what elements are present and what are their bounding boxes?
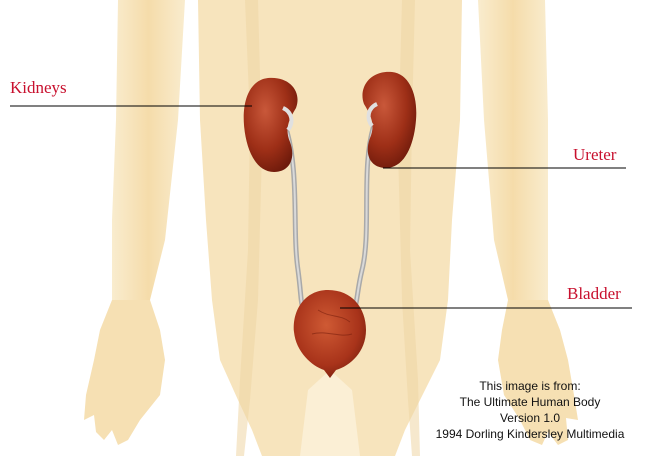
credit-line-3: Version 1.0 [410, 410, 650, 426]
credit-line-1: This image is from: [410, 378, 650, 394]
image-credit: This image is from: The Ultimate Human B… [410, 378, 650, 442]
left-arm [84, 0, 185, 445]
ureter-label: Ureter [573, 146, 616, 163]
credit-line-4: 1994 Dorling Kindersley Multimedia [410, 426, 650, 442]
bladder-label: Bladder [567, 285, 621, 302]
kidneys-label: Kidneys [10, 79, 67, 96]
credit-line-2: The Ultimate Human Body [410, 394, 650, 410]
